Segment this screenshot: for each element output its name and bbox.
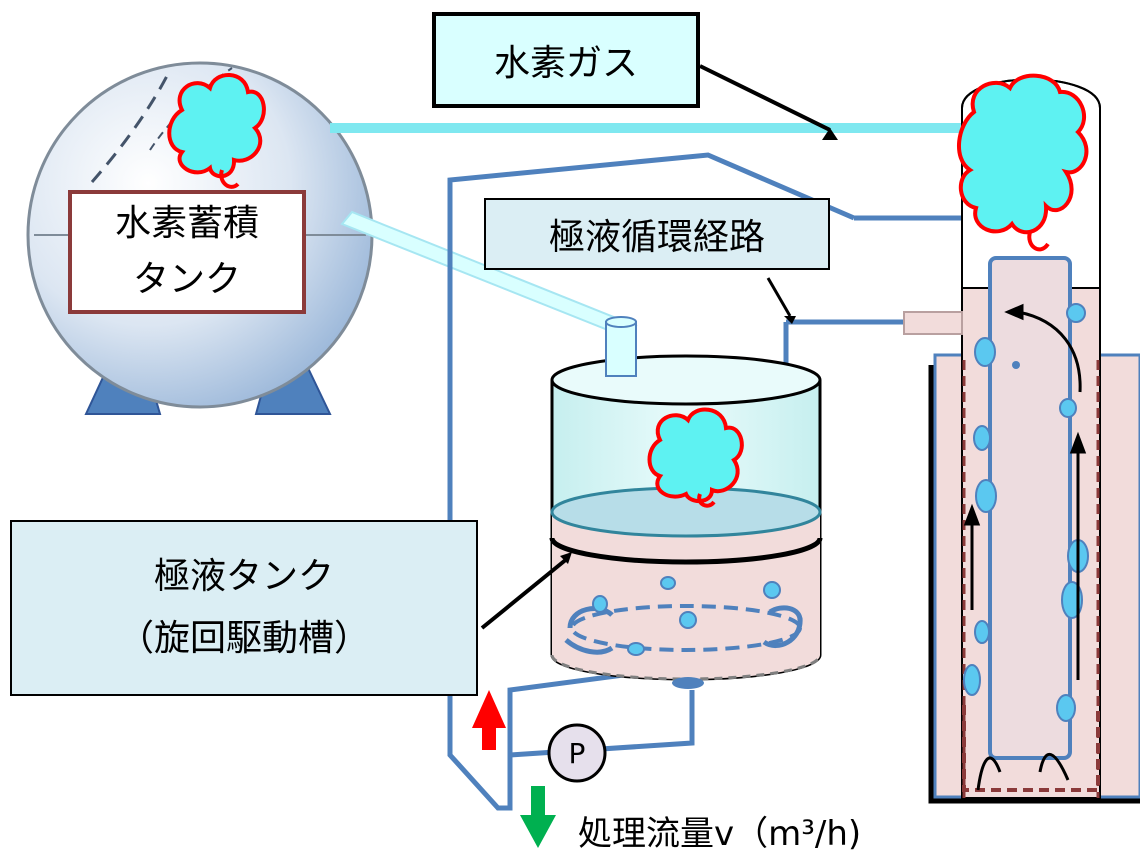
flow-rate-label: 処理流量v（m³/h) <box>578 800 998 860</box>
storage-tank-text-line2: タンク <box>132 259 241 300</box>
hydrogen-gas-label: 水素ガス <box>432 12 700 108</box>
hydrogen-cloud-tank <box>647 407 744 508</box>
sphere-inner-curve <box>90 69 172 183</box>
outlet-fitting <box>672 677 704 689</box>
hydrogen-cloud-cell <box>956 73 1089 252</box>
side-outlet-port <box>903 311 963 335</box>
electrolyte-tank-label: 極液タンク （旋回駆動槽） <box>10 520 478 696</box>
hydrogen-gas-text: 水素ガス <box>493 43 638 84</box>
swirl-arrow <box>768 605 803 621</box>
pump-label: P <box>547 723 607 783</box>
storage-tank-label: 水素蓄積 タンク <box>68 190 306 314</box>
circulation-path-text: 極液循環経路 <box>548 217 765 258</box>
hydrogen-cloud-storage <box>167 73 266 189</box>
swirl-arrow <box>762 617 803 649</box>
electrolyte-tank <box>549 316 823 689</box>
flow-rate-text: 処理流量v（m³/h) <box>578 813 862 854</box>
swirl-arrow <box>567 606 614 629</box>
electrolyte-tank-text-line2: （旋回駆動槽） <box>117 618 370 659</box>
swirl-arrow <box>564 638 614 655</box>
electrolyte-tank-text-line1: 極液タンク <box>153 556 334 597</box>
cell-flow-arrows <box>963 303 1087 791</box>
flow-up-arrow <box>472 690 506 750</box>
tank-inlet-nozzle <box>605 321 637 377</box>
label-pointer-tip <box>822 128 838 140</box>
pump-text: P <box>568 736 586 770</box>
tank-label-pointer <box>480 556 570 630</box>
tank-bubbles <box>592 576 781 656</box>
flow-down-arrow <box>520 786 556 848</box>
tank-liquid <box>552 512 820 679</box>
circulation-label-pointer <box>766 277 792 317</box>
storage-tank-text-line1: 水素蓄積 <box>114 203 259 244</box>
circulation-path-label: 極液循環経路 <box>484 198 830 270</box>
pump-circle <box>547 723 607 783</box>
hydrogen-gas-label-pointer <box>699 64 831 132</box>
